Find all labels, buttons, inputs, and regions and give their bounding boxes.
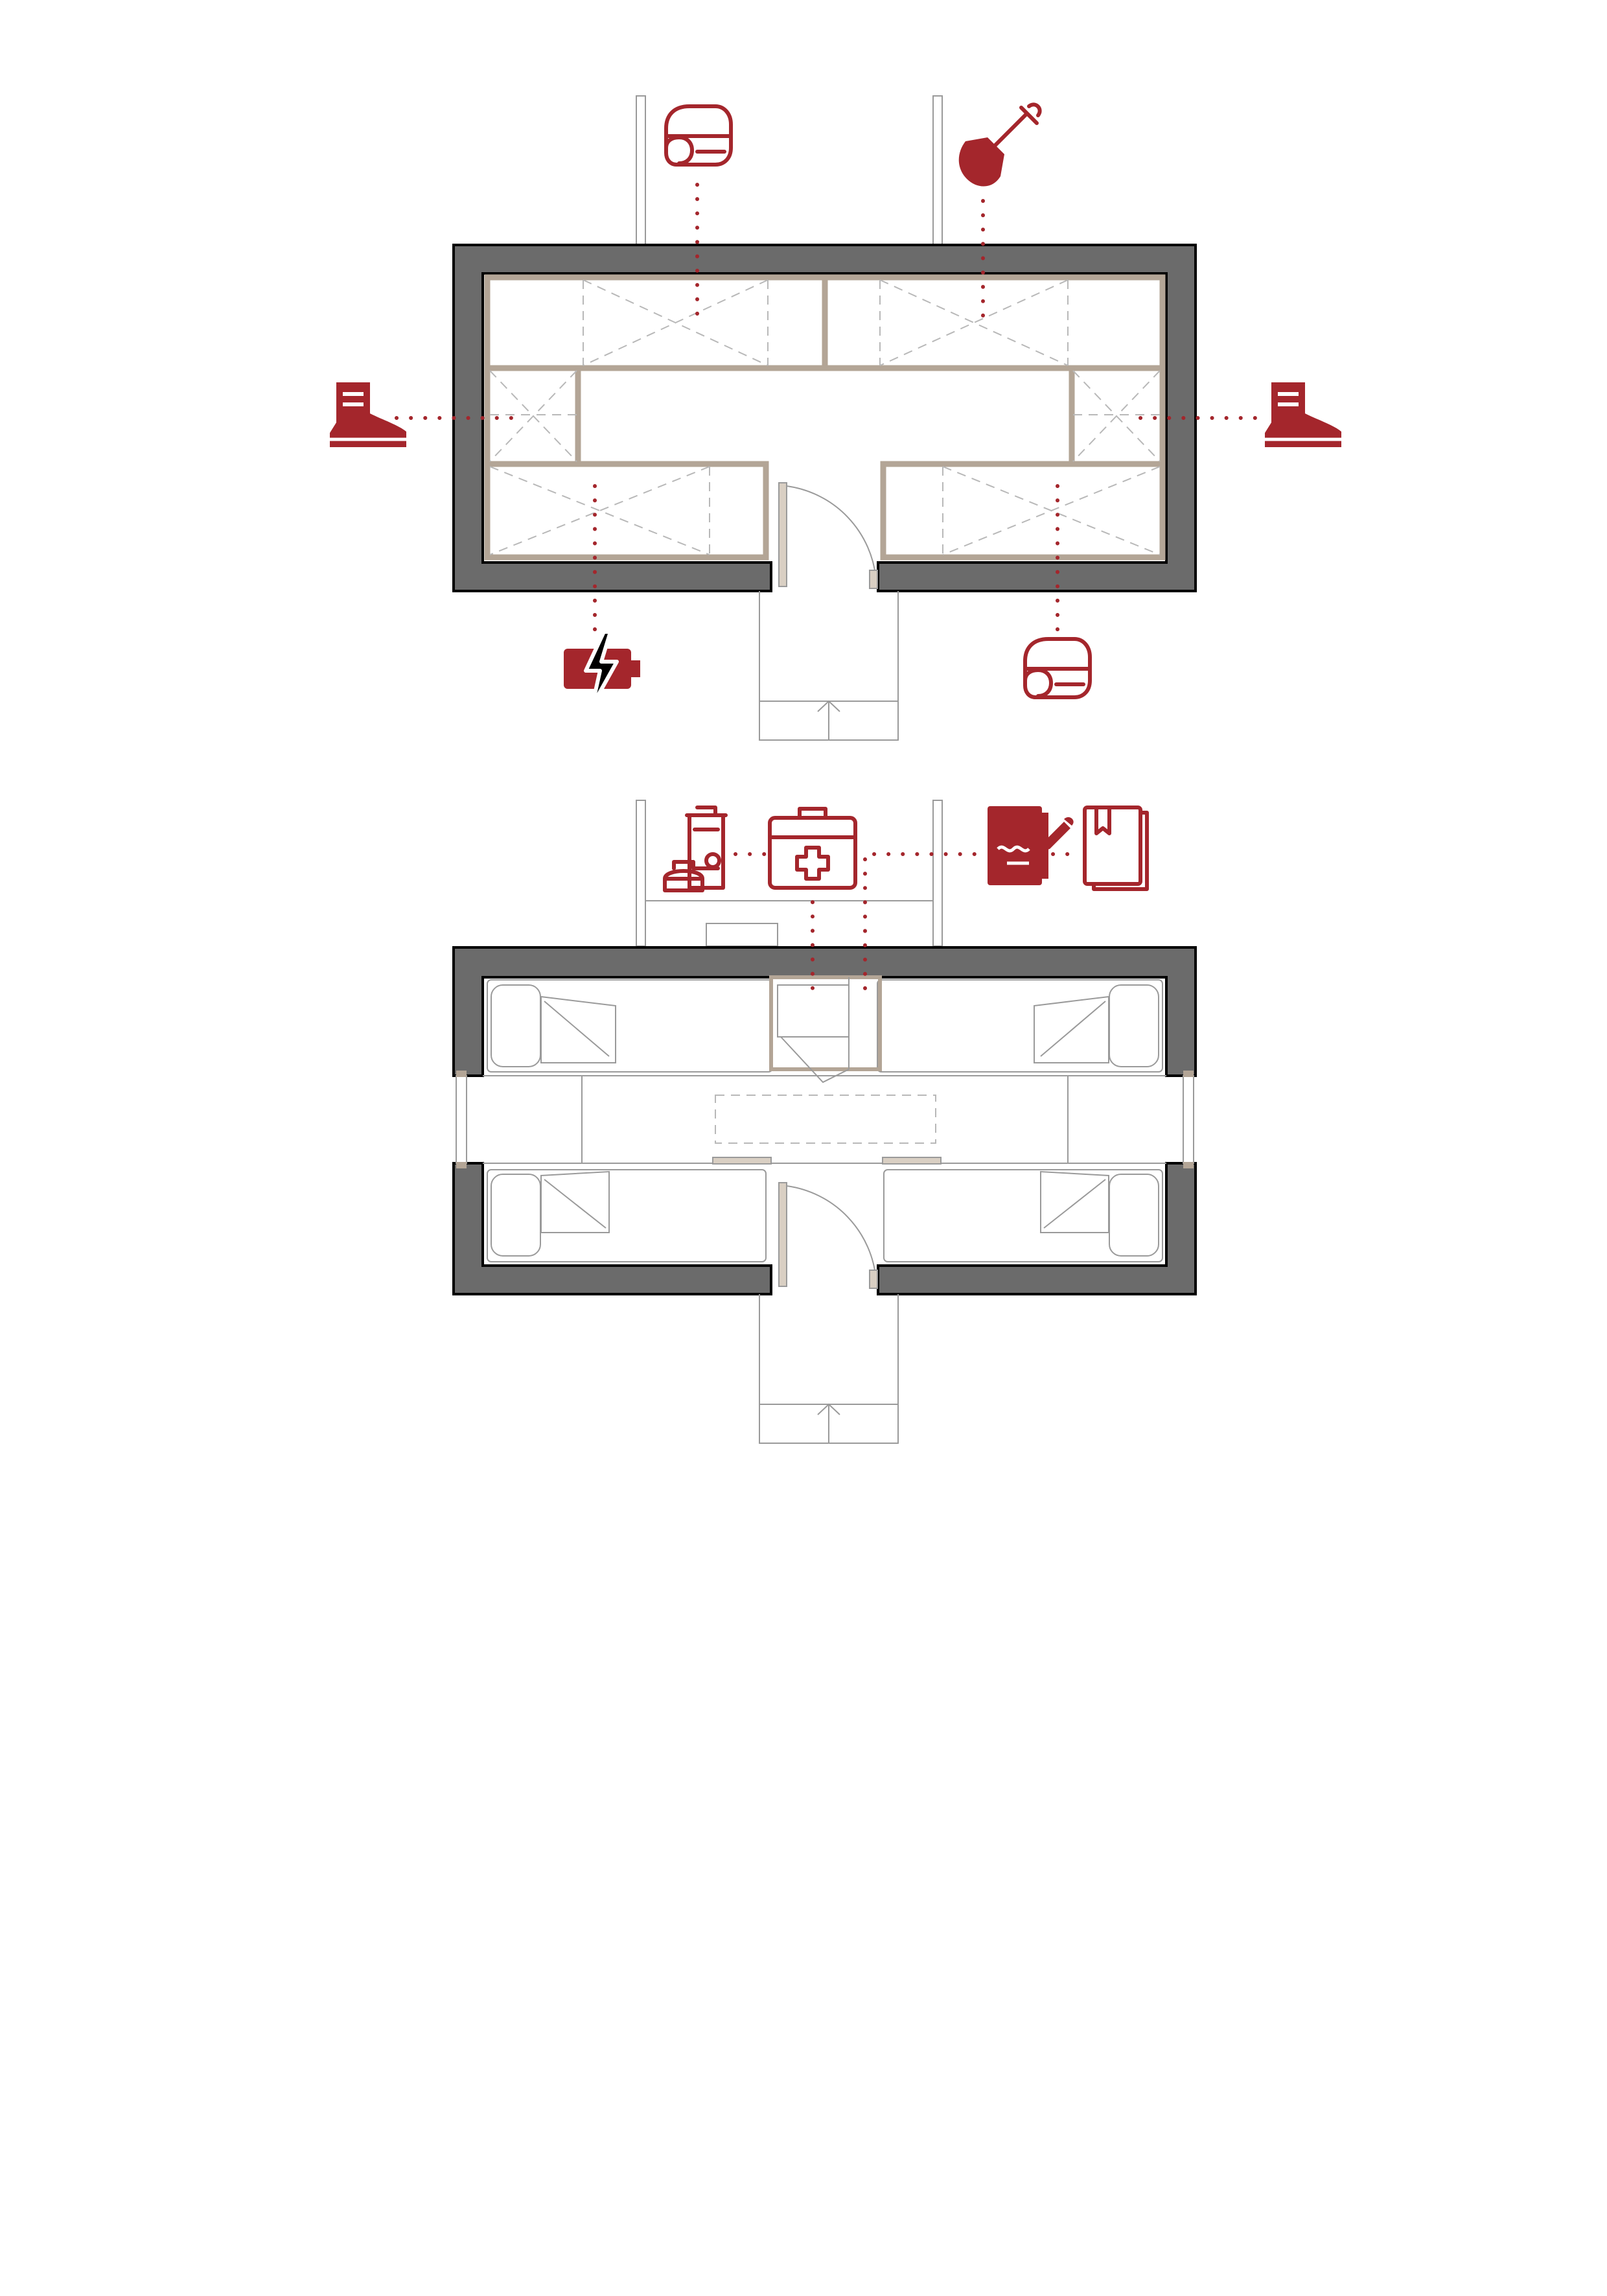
- storage-connectors: [395, 183, 1262, 644]
- top-rails: [636, 800, 943, 947]
- bed-top-right: [877, 979, 1163, 1073]
- boot-icon: [1265, 382, 1341, 447]
- beds: [487, 979, 1163, 1262]
- storage-shelving: [484, 274, 1166, 561]
- storage-entrance: [759, 591, 899, 741]
- sleeping-door: [778, 1182, 878, 1289]
- food-supplies-icon: [663, 806, 728, 892]
- sleeping-entrance: [759, 1294, 899, 1444]
- shovel-icon: [958, 102, 1042, 187]
- notebook-icon: [1083, 806, 1149, 891]
- central-cabinet: [769, 975, 882, 1084]
- top-rails: [636, 95, 943, 246]
- bed-bottom-left: [487, 1169, 767, 1262]
- sleeping-connectors: [734, 852, 1083, 990]
- storage-door: [778, 482, 878, 589]
- shelf-hatching: [489, 279, 1161, 555]
- storage-plan: [330, 95, 1341, 741]
- connector-journal: [863, 852, 990, 990]
- central-floor: [483, 1075, 1166, 1165]
- bed-bottom-right: [883, 1169, 1163, 1262]
- side-windows: [456, 1071, 1194, 1168]
- blanket-icon: [664, 104, 733, 167]
- sleeping-plan: [452, 800, 1197, 1444]
- table-outline: [715, 1095, 936, 1144]
- journal-icon: [988, 806, 1074, 885]
- sleeping-plan-walls: [452, 946, 1197, 1295]
- battery-icon: [564, 630, 640, 708]
- bed-top-left: [487, 979, 773, 1073]
- blanket-icon: [1023, 637, 1092, 699]
- first-aid-kit-icon: [768, 807, 857, 890]
- boot-icon: [330, 382, 406, 447]
- storage-plan-walls: [452, 244, 1197, 592]
